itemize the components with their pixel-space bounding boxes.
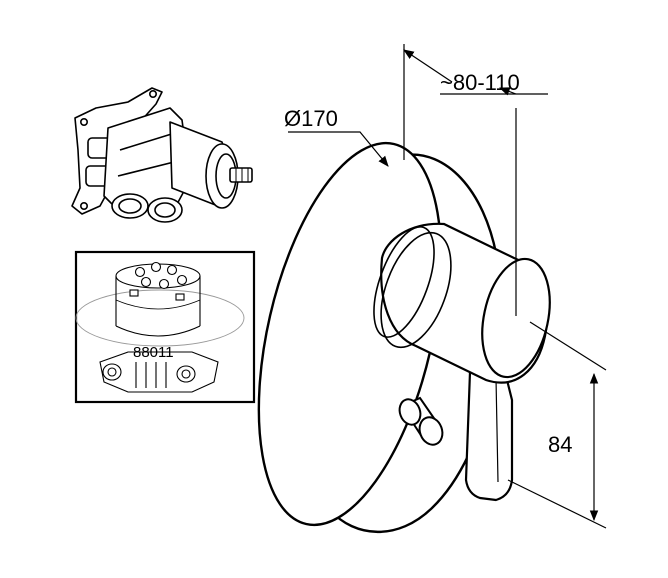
handle-end-face: [481, 257, 551, 379]
projection-dimension: [403, 49, 453, 83]
part-number-label: 88011: [133, 344, 174, 361]
diameter-label: Ø170: [284, 106, 338, 131]
drop-extension-bottom: [507, 479, 607, 529]
dimension-lines: [288, 44, 607, 529]
drop-extension-top: [529, 321, 607, 371]
mixer-lever: [464, 366, 514, 502]
lever-drop-label: 84: [548, 432, 572, 457]
projection-label: ~80-110: [440, 70, 520, 95]
installation-set-inset: 88011: [74, 250, 256, 404]
handle-cylinder: [373, 222, 551, 384]
diameter-leader: [288, 131, 389, 167]
diverter-knob: [398, 396, 444, 446]
rough-in-valve-body: [71, 87, 253, 223]
